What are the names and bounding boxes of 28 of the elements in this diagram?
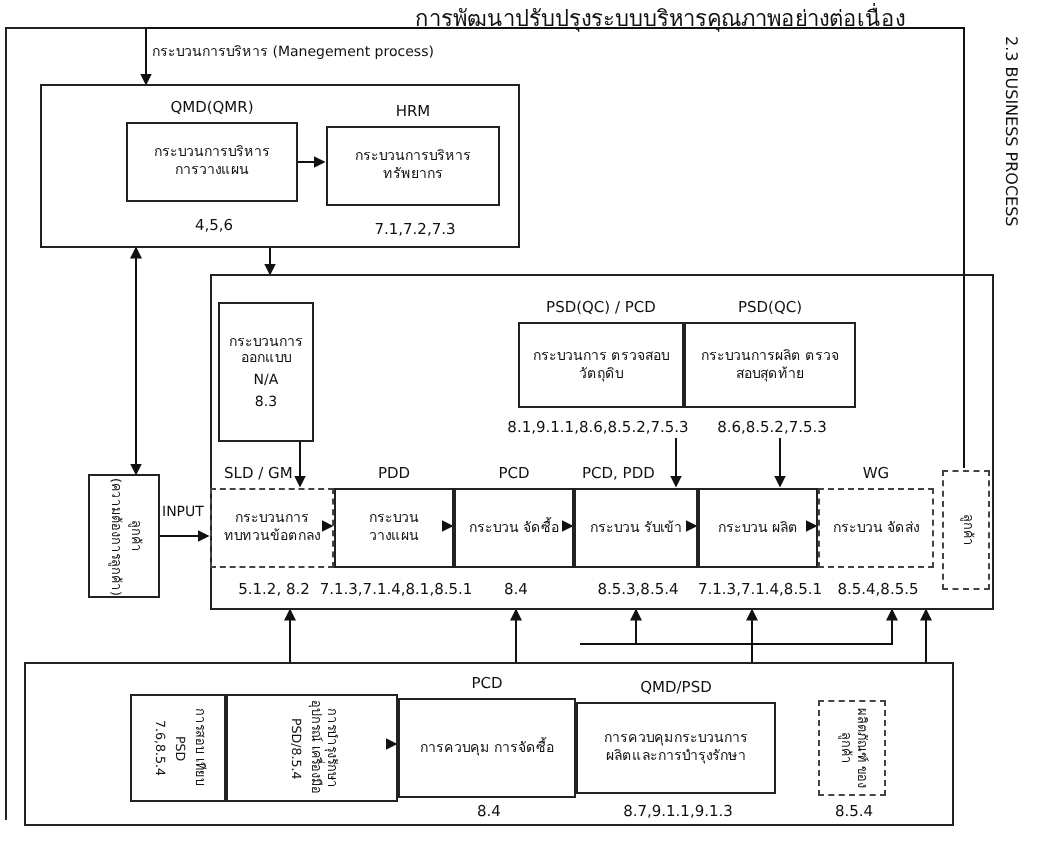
arrow (670, 437, 682, 488)
arrow (442, 520, 453, 532)
arrow (322, 520, 334, 532)
arrow (130, 246, 142, 476)
arrow (510, 608, 522, 663)
arrow (140, 27, 965, 469)
process-group-frame (210, 274, 994, 610)
arrow (284, 608, 296, 663)
arrow (294, 439, 306, 488)
arrow (806, 520, 817, 532)
process-box (942, 470, 990, 590)
diagram-title: การพัฒนาปรับปรุงระบบบริหารคุณภาพอย่างต่อเนื่อง (413, 1, 907, 36)
arrow (686, 520, 697, 532)
process-box (226, 694, 398, 802)
arrow (774, 437, 786, 488)
process-box (218, 302, 314, 442)
process-group-frame (40, 84, 520, 248)
arrow (920, 608, 932, 663)
arrow (159, 530, 210, 542)
arrow (295, 156, 326, 168)
process-box (130, 694, 226, 802)
process-box (88, 474, 160, 598)
arrow (562, 520, 573, 532)
process-group-frame (24, 662, 954, 826)
arrow (751, 608, 898, 663)
arrow (386, 738, 397, 750)
side-label: 2.3 BUSINESS PROCESS (1002, 36, 1020, 227)
arrow (264, 247, 276, 276)
